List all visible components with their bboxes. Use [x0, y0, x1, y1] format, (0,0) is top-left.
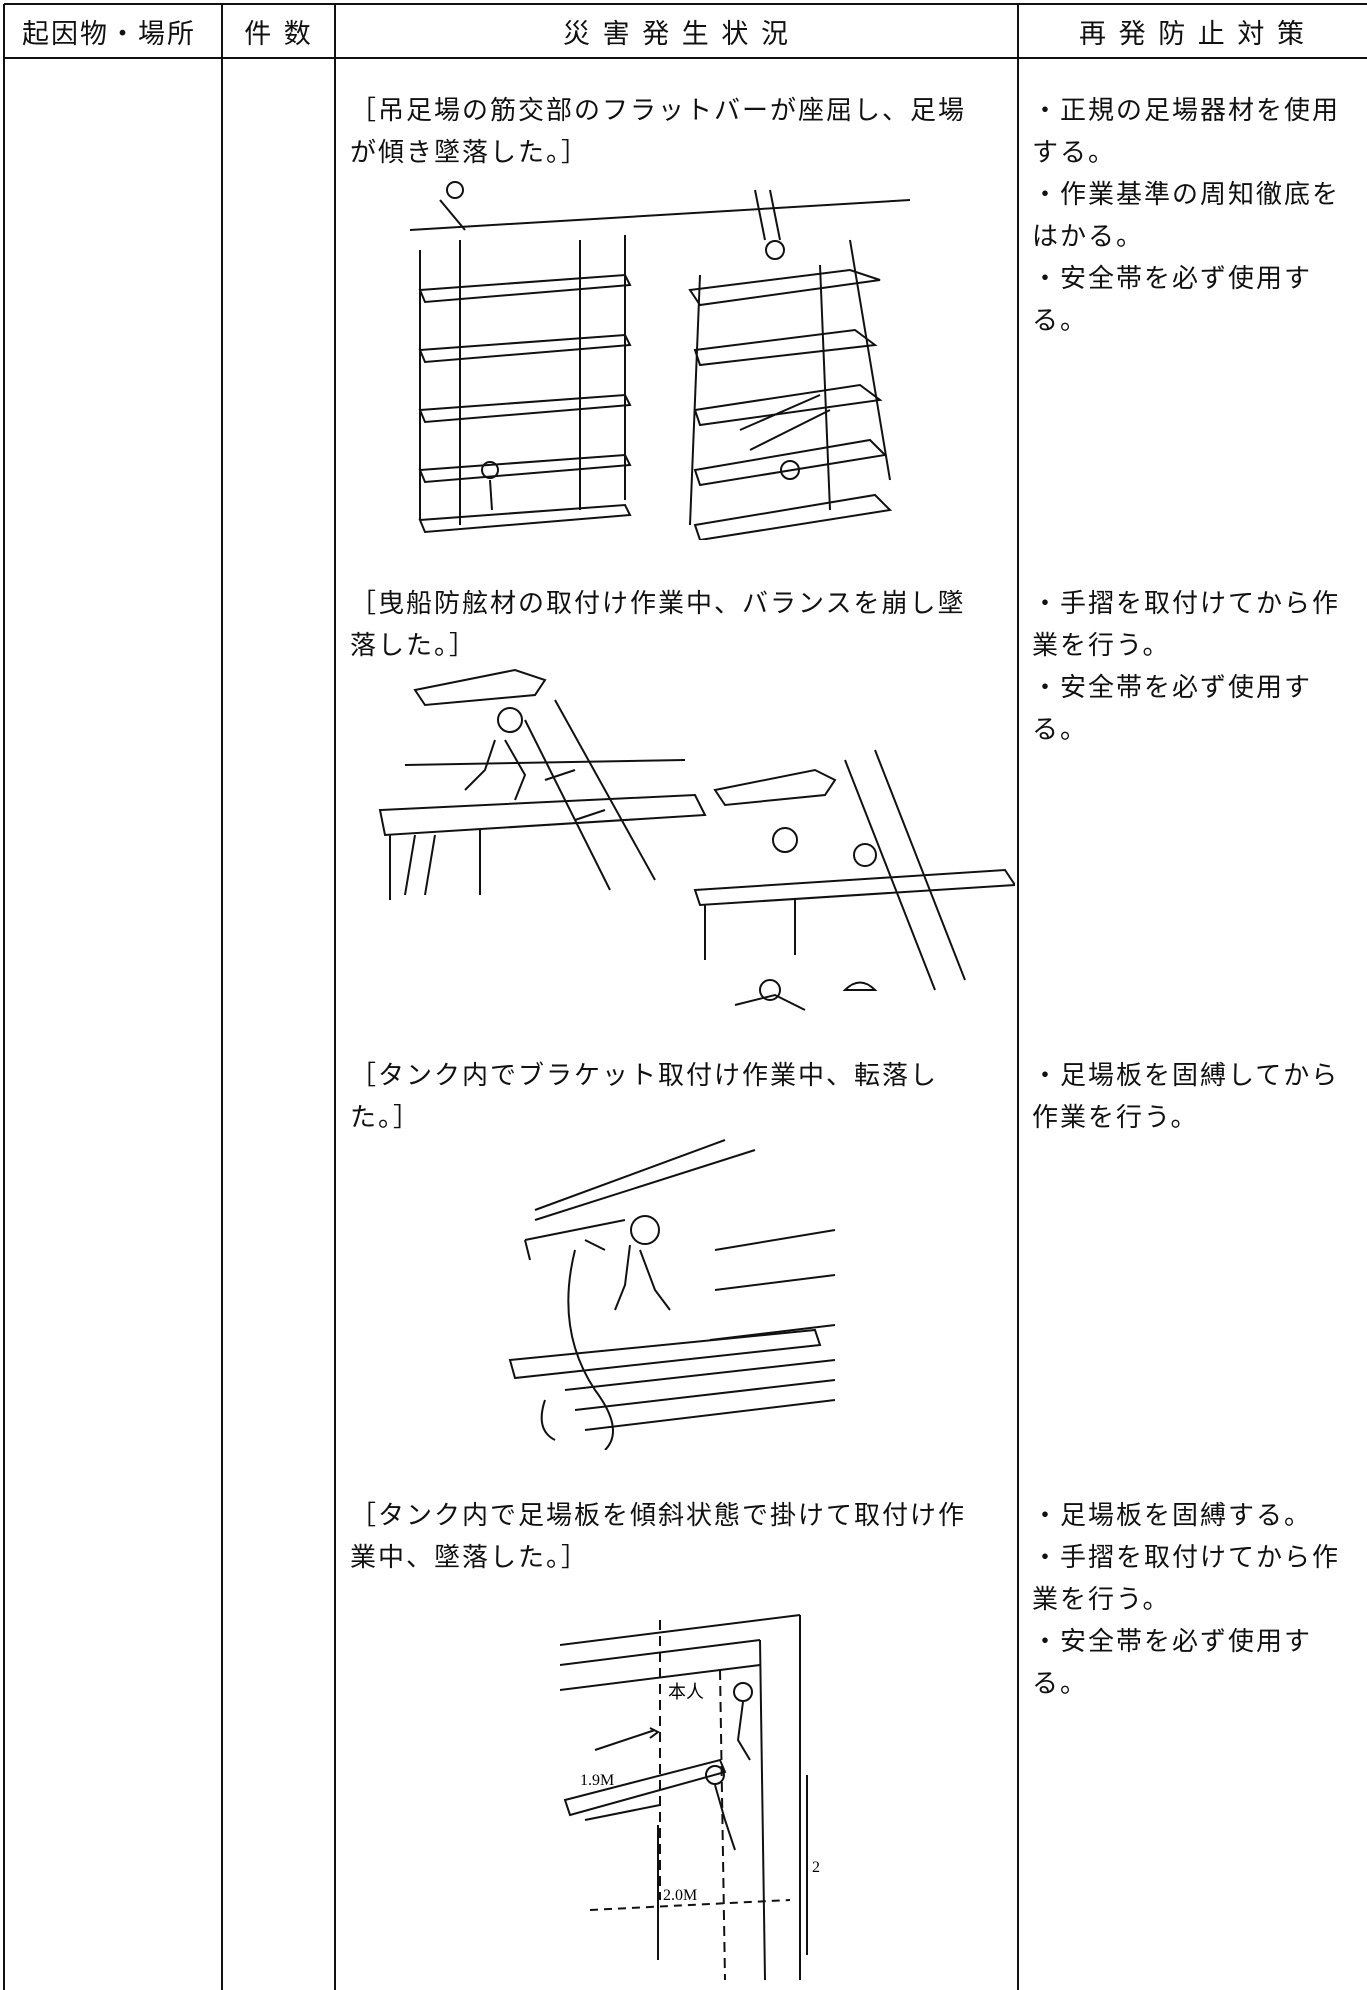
header-situation: 災 害 発 生 状 況 — [563, 18, 790, 50]
fender-installation-fall-illustration — [378, 668, 1015, 1011]
tank-bracket-fall-illustration — [508, 1139, 836, 1450]
case-3-situation: ［タンク内でブラケット取付け作業中、転落し た。］ — [350, 1061, 939, 1133]
case-3-measures: ・足場板を固縛してから 作業を行う。 — [1032, 1061, 1340, 1133]
label-height-high: 2.6M — [812, 1859, 820, 1876]
case-1-situation: ［吊足場の筋交部のフラットバーが座屈し、足場 が傾き墜落した。］ — [350, 96, 967, 168]
case-4-situation: ［タンク内で足場板を傾斜状態で掛けて取付け作 業中、墜落した。］ — [350, 1501, 967, 1573]
header-cause-location: 起因物・場所 — [22, 18, 196, 50]
header-prevention: 再 発 防 止 対 策 — [1079, 18, 1306, 50]
case-2-measures: ・手摺を取付けてから作 業を行う。 ・安全帯を必ず使用する。 — [1032, 589, 1341, 745]
case-2-situation: ［曳船防舷材の取付け作業中、バランスを崩し墜 落した。］ — [350, 589, 966, 661]
label-person: 本人 — [668, 1682, 704, 1703]
header-count: 件 数 — [244, 18, 313, 50]
suspended-scaffold-collapse-illustration — [409, 181, 911, 540]
case-4-measures: ・足場板を固縛する。 ・手摺を取付けてから作 業を行う。 ・安全帯を必ず使用する… — [1032, 1501, 1341, 1699]
label-width: 1.9M — [580, 1772, 614, 1789]
label-height-low: 2.0M — [663, 1887, 697, 1904]
case-1-measures: ・正規の足場器材を使用 する。 ・作業基準の周知徹底を はかる。 ・安全帯を必ず… — [1032, 96, 1341, 336]
tank-inclined-plank-fall-illustration: 本人 1.9M 2.0M 2.6M — [560, 1614, 820, 1980]
